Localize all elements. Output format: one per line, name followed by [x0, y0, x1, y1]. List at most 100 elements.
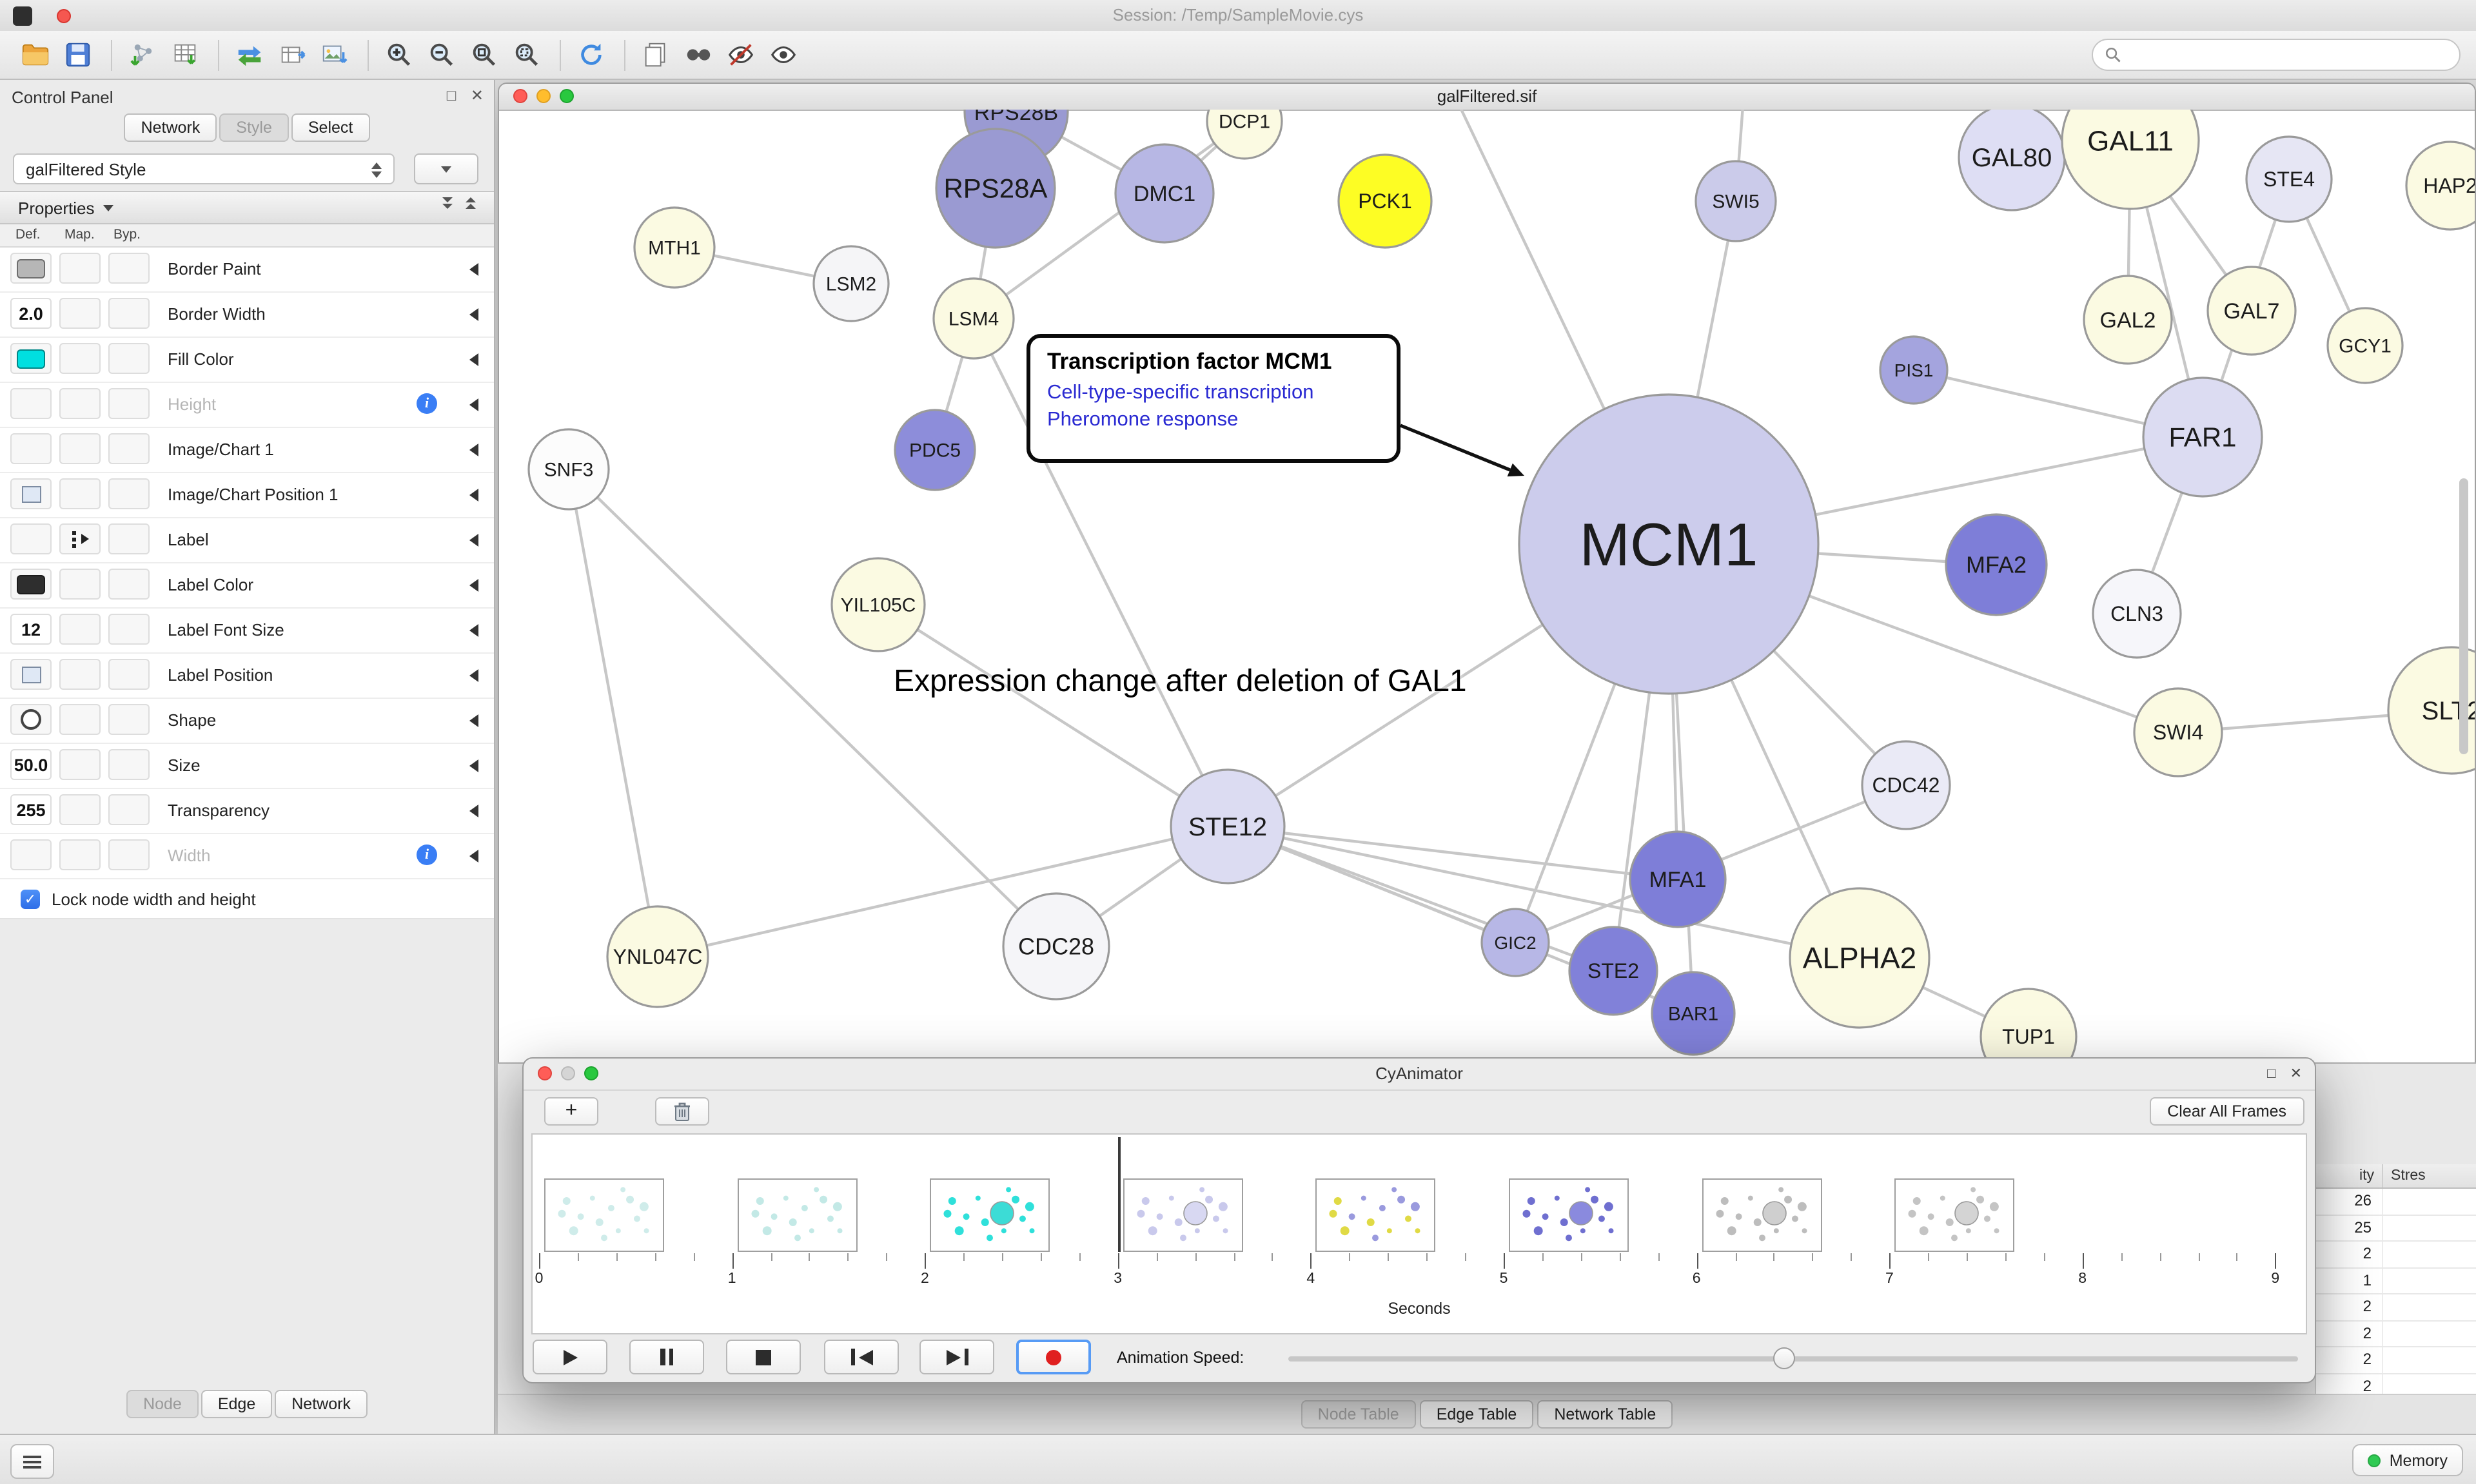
- network-node-ste2[interactable]: STE2: [1568, 926, 1658, 1016]
- skip-to-end-button[interactable]: [919, 1340, 994, 1374]
- zoom-light-icon[interactable]: [560, 89, 574, 103]
- network-node-alpha2[interactable]: ALPHA2: [1789, 887, 1931, 1029]
- pause-button[interactable]: [629, 1340, 704, 1374]
- network-node-mcm1[interactable]: MCM1: [1518, 393, 1820, 695]
- annotation-link[interactable]: Cell-type-specific transcription: [1047, 382, 1314, 404]
- default-value-cell[interactable]: [10, 343, 52, 374]
- table-row[interactable]: 2: [2316, 1294, 2476, 1321]
- network-node-gic2[interactable]: GIC2: [1480, 908, 1550, 977]
- first-neighbors-button[interactable]: [678, 35, 717, 74]
- bypass-cell[interactable]: [108, 614, 150, 645]
- lock-size-checkbox[interactable]: ✓: [21, 889, 40, 908]
- search-field[interactable]: [2092, 39, 2461, 71]
- tab-network-table[interactable]: Network Table: [1537, 1400, 1673, 1429]
- bypass-cell[interactable]: [108, 704, 150, 735]
- network-node-cdc28[interactable]: CDC28: [1002, 892, 1110, 1001]
- network-node-swi5[interactable]: SWI5: [1695, 160, 1777, 242]
- network-window-titlebar[interactable]: galFiltered.sif: [499, 84, 2475, 111]
- search-input[interactable]: [2129, 44, 2459, 66]
- log-console-button[interactable]: [10, 1444, 54, 1479]
- tab-network[interactable]: Network: [124, 113, 217, 142]
- frame-thumbnail[interactable]: [737, 1178, 858, 1252]
- zoom-in-button[interactable]: [379, 35, 418, 74]
- skip-to-start-button[interactable]: [824, 1340, 899, 1374]
- network-edge[interactable]: [657, 825, 1228, 959]
- default-value-cell[interactable]: 255: [10, 794, 52, 825]
- zoom-fit-button[interactable]: [464, 35, 503, 74]
- import-table-button[interactable]: [165, 35, 204, 74]
- network-node-ste12[interactable]: STE12: [1170, 768, 1286, 884]
- expand-row-icon[interactable]: [469, 714, 478, 727]
- network-node-far1[interactable]: FAR1: [2142, 376, 2263, 498]
- snapshot-button[interactable]: [636, 35, 674, 74]
- network-node-yil105c[interactable]: YIL105C: [830, 557, 926, 652]
- network-node-mth1[interactable]: MTH1: [633, 206, 716, 289]
- network-node-pck1[interactable]: PCK1: [1337, 153, 1433, 249]
- bypass-cell[interactable]: [108, 343, 150, 374]
- float-panel-icon[interactable]: □: [446, 86, 457, 104]
- network-node-gal7[interactable]: GAL7: [2206, 266, 2297, 356]
- mapping-cell[interactable]: [59, 433, 101, 464]
- network-node-rps28a[interactable]: RPS28A: [935, 128, 1056, 249]
- default-value-cell[interactable]: 50.0: [10, 749, 52, 780]
- refresh-button[interactable]: [571, 35, 610, 74]
- network-node-swi4[interactable]: SWI4: [2133, 687, 2223, 777]
- expand-row-icon[interactable]: [469, 398, 478, 411]
- network-edge[interactable]: [1227, 825, 1860, 960]
- expand-row-icon[interactable]: [469, 489, 478, 502]
- network-node-mfa2[interactable]: MFA2: [1945, 513, 2048, 616]
- network-node-gcy1[interactable]: GCY1: [2326, 307, 2404, 384]
- tab-network-style[interactable]: Network: [275, 1390, 368, 1418]
- network-node-gal80[interactable]: GAL80: [1958, 110, 2066, 211]
- expand-row-icon[interactable]: [469, 534, 478, 547]
- hide-selected-button[interactable]: [721, 35, 760, 74]
- network-node-ynl047c[interactable]: YNL047C: [606, 905, 709, 1008]
- expand-row-icon[interactable]: [469, 805, 478, 817]
- mapping-cell[interactable]: [59, 478, 101, 509]
- tab-select[interactable]: Select: [291, 113, 370, 142]
- table-row[interactable]: 1: [2316, 1268, 2476, 1294]
- network-node-dcp1[interactable]: DCP1: [1206, 110, 1283, 160]
- frame-thumbnail[interactable]: [1509, 1178, 1629, 1252]
- minimize-light-icon[interactable]: [561, 1066, 575, 1080]
- annotation-box[interactable]: Transcription factor MCM1 Cell-type-spec…: [1027, 334, 1400, 463]
- bypass-cell[interactable]: [108, 659, 150, 690]
- mapping-cell[interactable]: [59, 839, 101, 870]
- network-node-bar1[interactable]: BAR1: [1651, 971, 1736, 1056]
- default-value-cell[interactable]: [10, 659, 52, 690]
- tab-style[interactable]: Style: [219, 113, 289, 142]
- collapse-all-icon[interactable]: [442, 197, 453, 210]
- export-network-button[interactable]: [272, 35, 311, 74]
- frame-thumbnail[interactable]: [1315, 1178, 1436, 1252]
- tab-edge-style[interactable]: Edge: [201, 1390, 273, 1418]
- tab-edge-table[interactable]: Edge Table: [1419, 1400, 1534, 1429]
- delete-frame-button[interactable]: [655, 1097, 709, 1126]
- expand-all-icon[interactable]: [466, 197, 476, 210]
- add-frame-button[interactable]: +: [544, 1097, 598, 1126]
- default-value-cell[interactable]: [10, 704, 52, 735]
- expand-row-icon[interactable]: [469, 669, 478, 682]
- annotation-link[interactable]: Pheromone response: [1047, 409, 1239, 431]
- network-edge[interactable]: [972, 120, 1246, 320]
- network-node-tup1[interactable]: TUP1: [1980, 988, 2078, 1065]
- stop-button[interactable]: [726, 1340, 801, 1374]
- minimize-light-icon[interactable]: [536, 89, 551, 103]
- table-row[interactable]: 2: [2316, 1374, 2476, 1395]
- network-node-gal11[interactable]: GAL11: [2061, 110, 2200, 210]
- close-panel-icon[interactable]: ✕: [2290, 1066, 2302, 1082]
- tab-node-style[interactable]: Node: [126, 1390, 199, 1418]
- mapping-cell[interactable]: [59, 749, 101, 780]
- network-node-cdc42[interactable]: CDC42: [1861, 740, 1951, 830]
- close-panel-icon[interactable]: ✕: [470, 86, 484, 104]
- frame-thumbnail[interactable]: [1894, 1178, 2015, 1252]
- frame-thumbnail[interactable]: [1123, 1178, 1243, 1252]
- default-value-cell[interactable]: 2.0: [10, 298, 52, 329]
- table-column-header[interactable]: ity: [2316, 1164, 2383, 1187]
- network-scrollbar-thumb[interactable]: [2459, 478, 2468, 754]
- mapping-cell[interactable]: [59, 253, 101, 284]
- close-light-icon[interactable]: [513, 89, 527, 103]
- bypass-cell[interactable]: [108, 839, 150, 870]
- mapping-cell[interactable]: [59, 569, 101, 600]
- network-node-hap2[interactable]: HAP2: [2405, 141, 2475, 231]
